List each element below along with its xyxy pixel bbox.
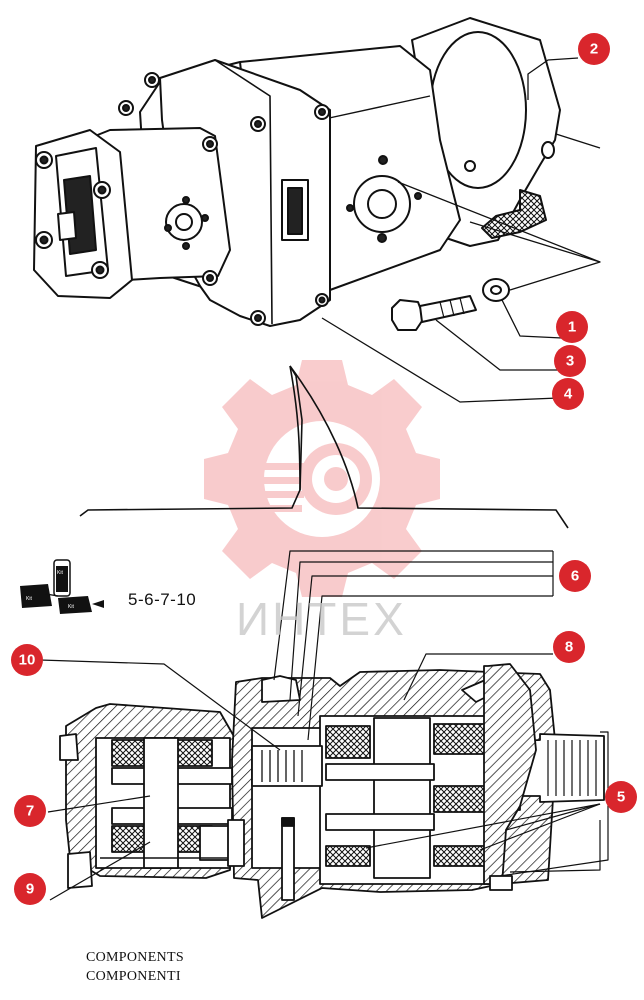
callout-9: 9	[14, 873, 46, 905]
section-separator	[79, 365, 569, 529]
svg-text:4: 4	[564, 386, 573, 403]
svg-text:2: 2	[590, 41, 598, 58]
svg-text:7: 7	[26, 803, 34, 820]
callout-2: 2	[578, 33, 610, 65]
washer	[482, 278, 510, 302]
svg-text:5: 5	[617, 789, 625, 806]
svg-text:1: 1	[568, 319, 576, 336]
svg-text:8: 8	[565, 639, 573, 656]
callout-3: 3	[554, 345, 586, 377]
pump-assembly-isometric	[33, 17, 601, 403]
callout-4: 4	[552, 378, 584, 410]
svg-text:Kit: Kit	[68, 604, 74, 610]
svg-text:10: 10	[19, 652, 36, 669]
svg-text:Kit: Kit	[57, 570, 63, 576]
svg-text:Kit: Kit	[26, 596, 32, 602]
callout-1: 1	[556, 311, 588, 343]
callout-7: 7	[14, 795, 46, 827]
callout-6: 6	[559, 560, 591, 592]
watermark-gear-logo	[204, 360, 440, 597]
cover-bolts	[35, 72, 330, 326]
callout-5: 5	[605, 781, 637, 813]
svg-text:9: 9	[26, 881, 34, 898]
svg-text:6: 6	[571, 568, 579, 585]
repair-kit-icon: Kit Kit Kit	[20, 559, 104, 614]
caption-components-it: COMPONENTI	[86, 969, 181, 984]
kit-reference-label: 5-6-7-10	[128, 590, 197, 609]
watermark-text: ИНТЕХ	[236, 593, 407, 645]
callout-8: 8	[553, 631, 585, 663]
mounting-bolt	[391, 295, 477, 331]
svg-text:3: 3	[566, 353, 574, 370]
caption-components-en: COMPONENTS	[86, 950, 184, 965]
callout-10: 10	[11, 644, 43, 676]
callout-markers: 1 2 3 4 5 6 7 8 9 10	[11, 33, 637, 905]
pump-cross-section	[39, 550, 609, 919]
splined-coupling	[251, 745, 323, 787]
